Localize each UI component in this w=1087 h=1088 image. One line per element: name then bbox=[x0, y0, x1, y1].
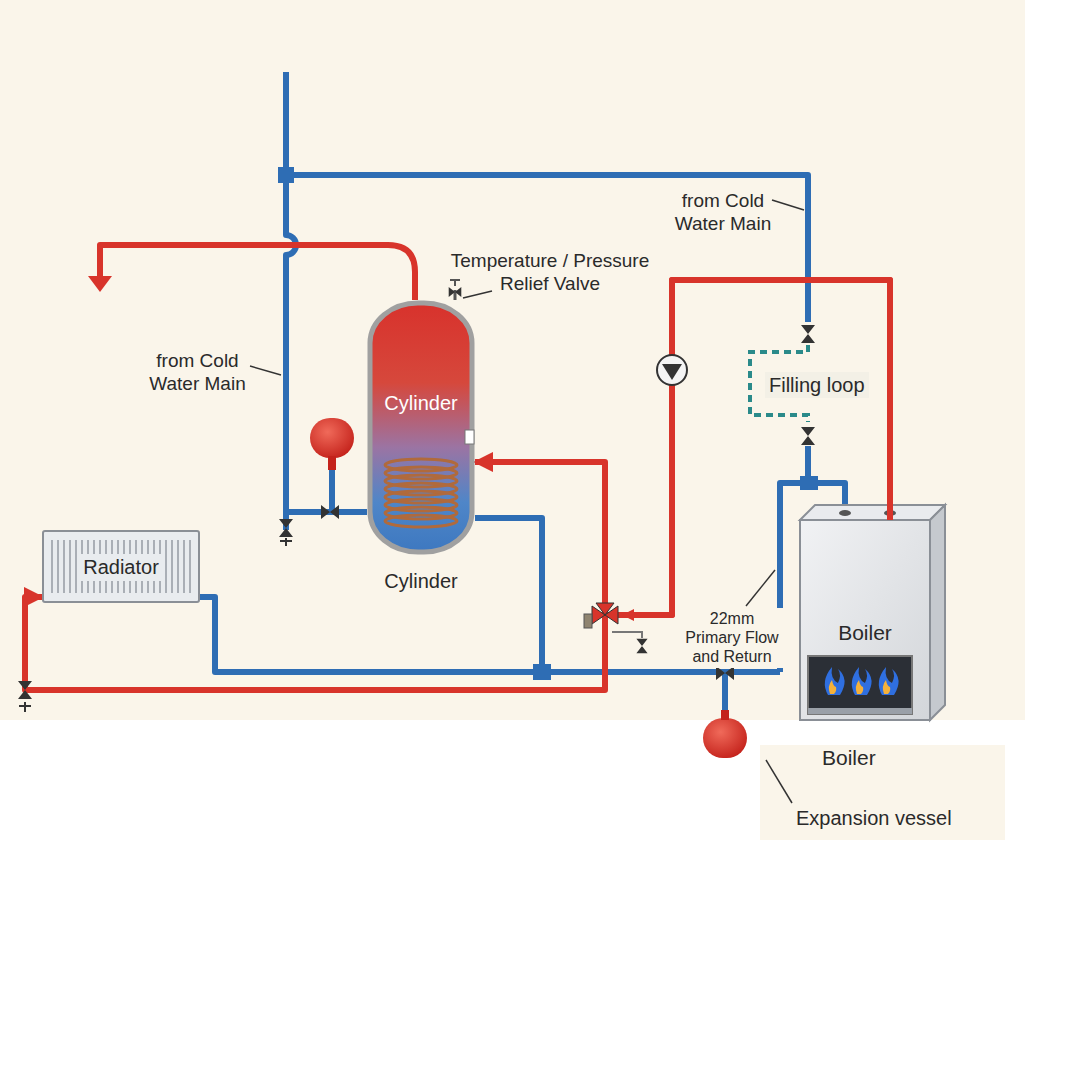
hot-draw-off bbox=[100, 245, 415, 300]
flow-pipe bbox=[25, 280, 890, 690]
radiator-fins bbox=[57, 540, 59, 593]
expansion-vessels bbox=[310, 418, 354, 458]
three-port-valve bbox=[596, 603, 614, 615]
tp-relief-valve bbox=[449, 280, 462, 300]
three-port-valve bbox=[584, 603, 634, 628]
radiator-fins bbox=[171, 540, 173, 593]
boiler-casing bbox=[879, 667, 899, 695]
valves bbox=[18, 681, 32, 699]
cylinder-shape bbox=[370, 303, 472, 552]
leader-lines bbox=[463, 291, 492, 298]
valves bbox=[801, 427, 815, 445]
radiator-fins bbox=[75, 540, 77, 593]
cold-pipes bbox=[286, 175, 808, 322]
junctions bbox=[533, 664, 551, 680]
cylinder-label: Cylinder bbox=[384, 392, 457, 415]
cold-pipes bbox=[475, 518, 542, 672]
radiator-fins bbox=[165, 540, 167, 593]
expansion-vessels bbox=[328, 456, 336, 470]
hot-water-cylinder: CylinderCylinder bbox=[367, 300, 475, 555]
expansion-vessel-label: Expansion vessel bbox=[796, 806, 952, 830]
three-port-valve bbox=[592, 606, 605, 624]
primary-pipe-label: 22mm Primary Flow and Return bbox=[678, 608, 786, 668]
radiator-panel: Radiator bbox=[42, 530, 200, 603]
cold-pipes bbox=[286, 509, 367, 515]
ground bbox=[760, 745, 1005, 840]
boiler-casing bbox=[808, 708, 912, 714]
boiler-casing bbox=[829, 680, 836, 694]
expansion-vessels bbox=[703, 718, 747, 758]
valves bbox=[716, 666, 734, 680]
three-port-valve bbox=[622, 609, 634, 621]
cylinder-shape bbox=[465, 430, 474, 444]
junctions bbox=[800, 476, 818, 490]
boiler-label: Boiler bbox=[838, 621, 892, 645]
boiler-casing bbox=[884, 510, 896, 516]
boiler-casing bbox=[883, 680, 890, 694]
cold-pipes bbox=[722, 672, 728, 712]
tp-relief-valve bbox=[450, 280, 460, 286]
radiator-fins bbox=[51, 540, 53, 593]
cold-main-label: from Cold Water Main bbox=[140, 350, 255, 396]
flow-pipe bbox=[475, 280, 890, 615]
cylinder-shape bbox=[367, 300, 475, 555]
three-port-valve bbox=[584, 614, 592, 628]
radiator-fins bbox=[189, 540, 191, 593]
valves bbox=[279, 519, 293, 537]
boiler-casing bbox=[825, 667, 845, 695]
pump bbox=[662, 364, 682, 380]
radiator-fins bbox=[63, 540, 65, 593]
cylinder-shape bbox=[385, 515, 457, 527]
junctions bbox=[278, 167, 294, 183]
boiler-casing bbox=[800, 520, 930, 720]
leader-lines bbox=[766, 760, 792, 803]
cold-pipes bbox=[200, 72, 845, 712]
ground bbox=[0, 0, 1025, 840]
boiler-casing bbox=[856, 680, 863, 694]
junctions bbox=[278, 167, 818, 680]
boiler-caption: Boiler bbox=[822, 745, 876, 770]
valves bbox=[612, 632, 642, 638]
boiler-casing bbox=[852, 667, 872, 695]
ground bbox=[0, 0, 1025, 720]
hot-draw-off bbox=[100, 245, 415, 300]
pump bbox=[657, 355, 687, 385]
leader-lines bbox=[250, 366, 281, 375]
valves bbox=[19, 702, 31, 712]
valves bbox=[321, 505, 339, 519]
valves bbox=[636, 639, 647, 653]
three-port-valve bbox=[605, 606, 618, 624]
leader-lines bbox=[772, 200, 804, 210]
boiler-casing bbox=[808, 656, 912, 714]
cold-pipes bbox=[329, 470, 335, 512]
radiator-fins bbox=[183, 540, 185, 593]
radiator-fins bbox=[69, 540, 71, 593]
boiler-unit: Boiler bbox=[800, 520, 930, 720]
leader-lines bbox=[746, 570, 775, 606]
pump bbox=[657, 355, 687, 385]
radiator-fins bbox=[177, 540, 179, 593]
tp-relief-valve bbox=[449, 287, 462, 297]
filling-loop-label: Filling loop bbox=[765, 372, 869, 398]
tp-relief-valve bbox=[454, 290, 457, 300]
boiler-casing bbox=[930, 505, 945, 720]
valves bbox=[280, 538, 292, 546]
flow-arrow bbox=[88, 276, 112, 292]
expansion-vessels bbox=[721, 710, 729, 720]
valves bbox=[801, 325, 815, 343]
cold-pipes bbox=[286, 72, 296, 530]
cold-pipes bbox=[808, 446, 845, 512]
cold-main-label: from Cold Water Main bbox=[668, 190, 778, 236]
boiler-casing bbox=[800, 505, 945, 720]
cylinder-heading: Cylinder bbox=[384, 570, 457, 593]
boiler-casing bbox=[839, 510, 851, 516]
leader-lines bbox=[250, 200, 804, 803]
relief-valve-label: Temperature / Pressure Relief Valve bbox=[440, 250, 660, 296]
radiator-label: Radiator bbox=[78, 554, 164, 581]
boiler-casing bbox=[800, 505, 945, 520]
